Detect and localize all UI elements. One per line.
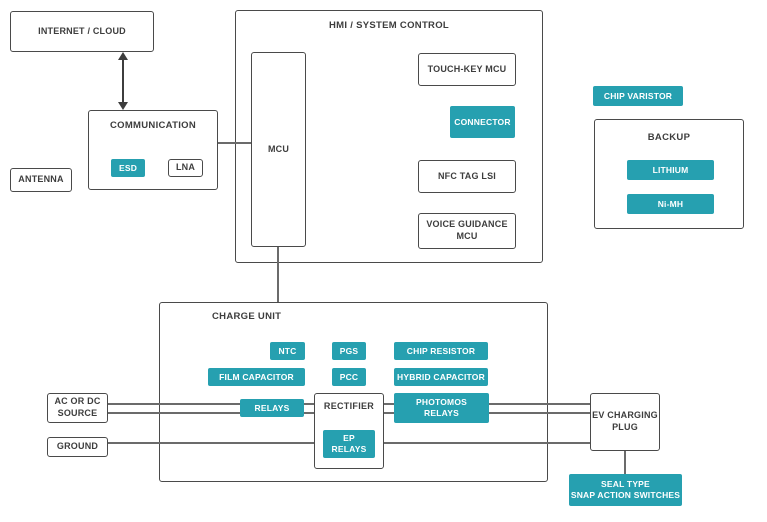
internet-cloud-box: INTERNET / CLOUD	[10, 11, 154, 52]
photomos-relays-chip: PHOTOMOS RELAYS	[394, 393, 489, 423]
ac-dc-source-box: AC OR DC SOURCE	[47, 393, 108, 423]
voice-guidance-mcu-box: VOICE GUIDANCE MCU	[418, 213, 516, 249]
line-mcu-to-charge-unit	[277, 247, 279, 302]
seal-type-snap-action-switches-chip: SEAL TYPE SNAP ACTION SWITCHES	[569, 474, 682, 506]
pcc-chip: PCC	[332, 368, 366, 386]
charge-unit-title: CHARGE UNIT	[212, 311, 282, 322]
rectifier-title: RECTIFIER	[323, 401, 375, 411]
ground-box: GROUND	[47, 437, 108, 457]
lithium-chip: LITHIUM	[627, 160, 714, 180]
film-capacitor-chip: FILM CAPACITOR	[208, 368, 305, 386]
ep-relays-chip: EP RELAYS	[323, 430, 375, 458]
line-plug-to-switches	[624, 451, 626, 474]
backup-title: BACKUP	[647, 132, 691, 143]
connector-chip: CONNECTOR	[450, 106, 515, 138]
hmi-system-control-title: HMI / SYSTEM CONTROL	[329, 20, 449, 31]
ntc-chip: NTC	[270, 342, 305, 360]
touch-key-mcu-box: TOUCH-KEY MCU	[418, 53, 516, 86]
arrow-up-icon	[118, 52, 128, 60]
relays-chip: RELAYS	[240, 399, 304, 417]
mcu-box: MCU	[251, 52, 306, 247]
ev-charging-plug-box: EV CHARGING PLUG	[590, 393, 660, 451]
ni-mh-chip: Ni-MH	[627, 194, 714, 214]
chip-resistor-chip: CHIP RESISTOR	[394, 342, 488, 360]
nfc-tag-lsi-box: NFC TAG LSI	[418, 160, 516, 193]
esd-chip: ESD	[111, 159, 145, 177]
arrow-down-icon	[118, 102, 128, 110]
line-communication-to-mcu	[218, 142, 251, 144]
bidirectional-arrow-line	[122, 58, 124, 104]
lna-box: LNA	[168, 159, 203, 177]
antenna-box: ANTENNA	[10, 168, 72, 192]
pgs-chip: PGS	[332, 342, 366, 360]
communication-title: COMMUNICATION	[109, 120, 197, 131]
communication-box: COMMUNICATION	[88, 110, 218, 190]
chip-varistor-chip: CHIP VARISTOR	[593, 86, 683, 106]
hybrid-capacitor-chip: HYBRID CAPACITOR	[394, 368, 488, 386]
